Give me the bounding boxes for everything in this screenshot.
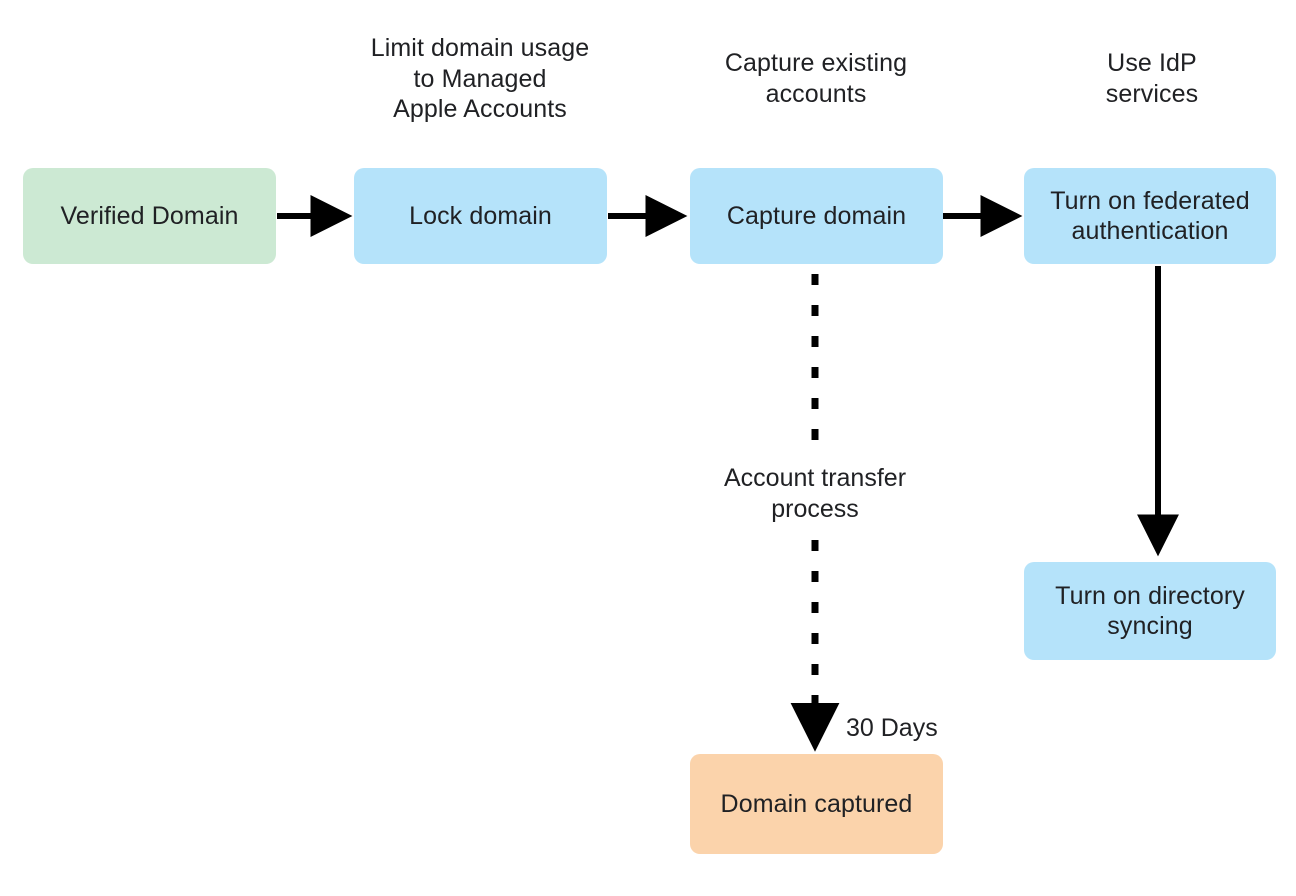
node-verified-domain[interactable]: Verified Domain — [23, 168, 276, 264]
node-federated-authentication[interactable]: Turn on federated authentication — [1024, 168, 1276, 264]
node-lock-domain[interactable]: Lock domain — [354, 168, 607, 264]
edge-label-account-transfer: Account transfer process — [723, 464, 907, 523]
caption-federated-auth: Use IdP services — [1105, 49, 1199, 108]
edge-label-30-days: 30 Days — [846, 714, 938, 742]
node-domain-captured[interactable]: Domain captured — [690, 754, 943, 854]
node-capture-domain[interactable]: Capture domain — [690, 168, 943, 264]
caption-capture-domain: Capture existing accounts — [724, 49, 908, 108]
node-directory-syncing[interactable]: Turn on directory syncing — [1024, 562, 1276, 660]
caption-lock-domain: Limit domain usage to Managed Apple Acco… — [370, 34, 590, 123]
